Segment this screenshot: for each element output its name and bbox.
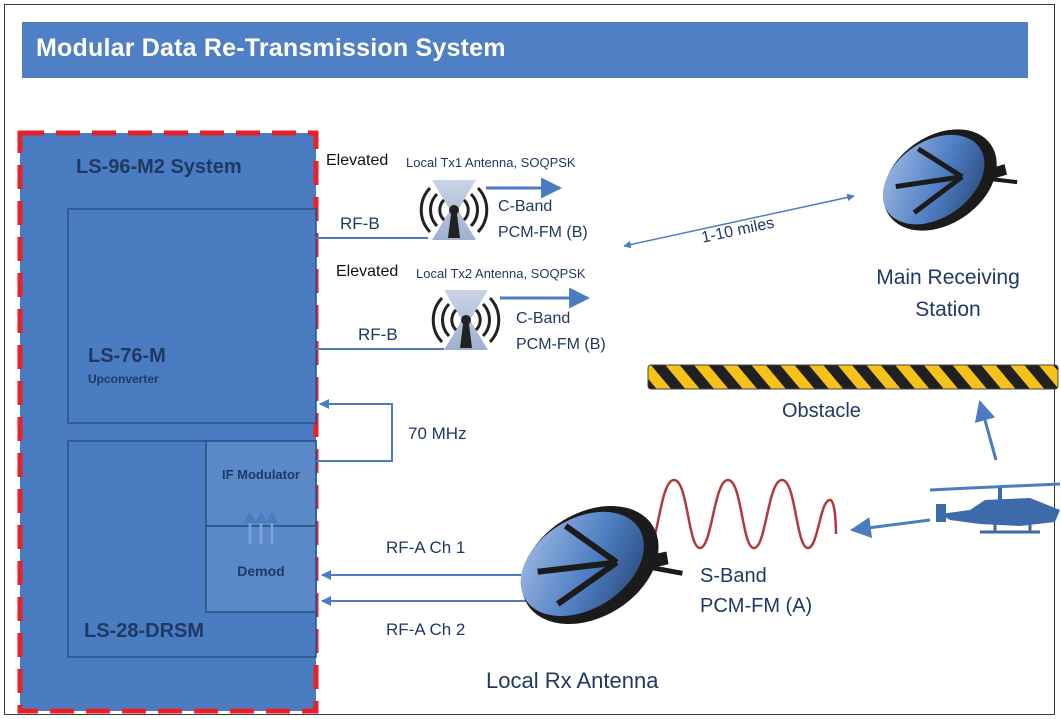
local-rx-dish-icon <box>520 505 683 625</box>
loop-70mhz-label: 70 MHz <box>408 424 467 443</box>
loop-70mhz <box>316 399 393 462</box>
diagram-frame <box>4 4 1055 715</box>
distance-arrow <box>623 193 855 249</box>
upconverter-sub: Upconverter <box>88 372 159 386</box>
tx2-mod: PCM-FM (B) <box>516 336 606 353</box>
tx2-prefix: Elevated <box>336 263 399 280</box>
demod-to-modulator-arrows <box>243 510 279 544</box>
main-station-line2: Station <box>915 298 981 321</box>
obstacle-bar <box>647 364 1059 390</box>
helicopter-to-rx-arrow <box>849 517 931 539</box>
s-band-signal-wave <box>647 478 838 550</box>
tx2-antenna-icon <box>431 290 501 350</box>
helicopter-to-main-arrow <box>974 399 998 461</box>
local-rx-label: Local Rx Antenna <box>486 668 659 693</box>
upconverter-box <box>67 208 317 424</box>
rf-a-ch2-label: RF-A Ch 2 <box>386 620 466 639</box>
upconverter-name: LS-76-M <box>88 345 166 367</box>
s-band-mod-label: PCM-FM (A) <box>700 595 813 617</box>
rf-b-label-top: RF-B <box>340 214 380 233</box>
helicopter-icon <box>929 482 1061 534</box>
main-station-line1: Main Receiving <box>876 266 1020 289</box>
rf-b-label-bottom: RF-B <box>358 325 398 344</box>
rf-a-ch1-label: RF-A Ch 1 <box>386 538 466 557</box>
s-band-label: S-Band <box>700 565 767 587</box>
tx2-label: Local Tx2 Antenna, SOQPSK <box>416 266 586 281</box>
tx2-band: C-Band <box>516 310 571 327</box>
tx1-band: C-Band <box>498 198 553 215</box>
diagram-title: Modular Data Re-Transmission System <box>36 34 506 62</box>
system-label: LS-96-M2 System <box>76 156 242 178</box>
if-modulator-label: IF Modulator <box>222 467 300 482</box>
main-station-dish-icon <box>882 129 1018 231</box>
tx1-label: Local Tx1 Antenna, SOQPSK <box>406 155 576 170</box>
drsm-name: LS-28-DRSM <box>84 620 205 642</box>
tx1-prefix: Elevated <box>326 152 389 169</box>
tx1-mod: PCM-FM (B) <box>498 224 588 241</box>
demod-box <box>205 525 317 613</box>
tx1-antenna-icon <box>419 180 489 240</box>
demod-label: Demod <box>237 563 285 579</box>
title-bar <box>22 22 1028 78</box>
obstacle-label: Obstacle <box>782 400 861 422</box>
